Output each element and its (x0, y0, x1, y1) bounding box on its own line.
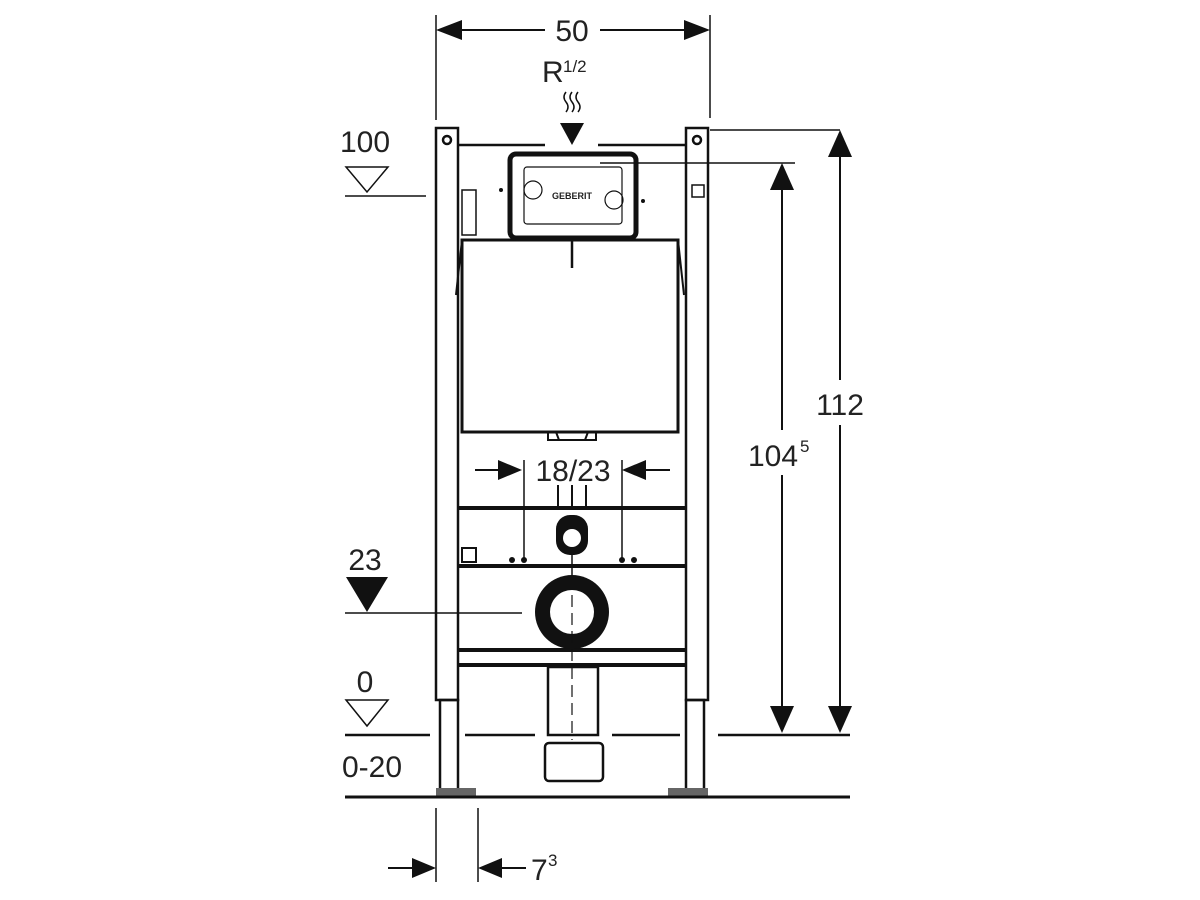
leg-offset-dimension: 7 3 (388, 808, 557, 887)
height-dimensions: 104 5 112 (600, 129, 864, 733)
frame (434, 126, 710, 796)
level-floor-label: 0 (357, 666, 374, 699)
width-dimension: 50 (435, 15, 711, 120)
water-inlet-arrow-icon (560, 123, 584, 145)
flush-plate: GEBERIT (499, 151, 645, 241)
total-height-label: 112 (816, 389, 864, 422)
level-outlet-label: 23 (348, 544, 381, 577)
water-connection: R 1/2 (542, 56, 587, 145)
floor-range-label: 0-20 (342, 751, 402, 784)
logo: GEBERIT (552, 191, 593, 201)
drain-spacing-dimension: 18/23 (461, 455, 670, 563)
leg-offset-label: 7 (531, 854, 548, 887)
connection-label: R (542, 56, 564, 89)
plate-height-sup: 5 (800, 437, 809, 456)
connection-fraction: 1/2 (563, 57, 587, 76)
drain-spacing-label: 18/23 (535, 455, 610, 488)
leg-offset-sup: 3 (548, 851, 557, 870)
plate-height-label: 104 (748, 440, 798, 473)
level-markers: 100 23 0 0-20 (340, 126, 850, 799)
level-top-label: 100 (340, 126, 390, 159)
drain-pipes (345, 515, 609, 783)
width-label: 50 (555, 15, 588, 48)
cistern (455, 238, 685, 441)
